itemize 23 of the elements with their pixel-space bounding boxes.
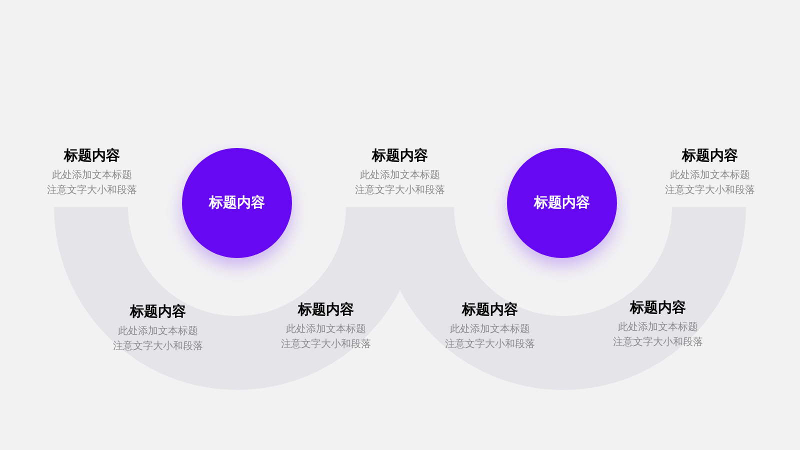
block-heading: 标题内容 [630, 298, 686, 318]
block-body-line: 此处添加文本标题 [360, 168, 440, 183]
block-heading: 标题内容 [372, 146, 428, 166]
block-heading: 标题内容 [298, 300, 354, 320]
block-body-line: 此处添加文本标题 [286, 322, 366, 337]
circle-title: 标题内容 [209, 194, 265, 212]
block-body-line: 注意文字大小和段落 [281, 338, 371, 352]
block-body-line: 注意文字大小和段落 [355, 184, 445, 198]
block-body-line: 此处添加文本标题 [450, 322, 530, 337]
block-body-line: 此处添加文本标题 [118, 324, 198, 339]
block-body-line: 注意文字大小和段落 [613, 336, 703, 350]
block-body-line: 注意文字大小和段落 [47, 184, 137, 198]
block-heading: 标题内容 [682, 146, 738, 166]
block-body-line: 注意文字大小和段落 [113, 340, 203, 354]
block-body-line: 此处添加文本标题 [618, 320, 698, 335]
block-heading: 标题内容 [64, 146, 120, 166]
block-body-line: 注意文字大小和段落 [665, 184, 755, 198]
block-heading: 标题内容 [130, 302, 186, 322]
block-body-line: 此处添加文本标题 [52, 168, 132, 183]
block-body-line: 此处添加文本标题 [670, 168, 750, 183]
block-heading: 标题内容 [462, 300, 518, 320]
circle-title: 标题内容 [534, 194, 590, 212]
block-body-line: 注意文字大小和段落 [445, 338, 535, 352]
